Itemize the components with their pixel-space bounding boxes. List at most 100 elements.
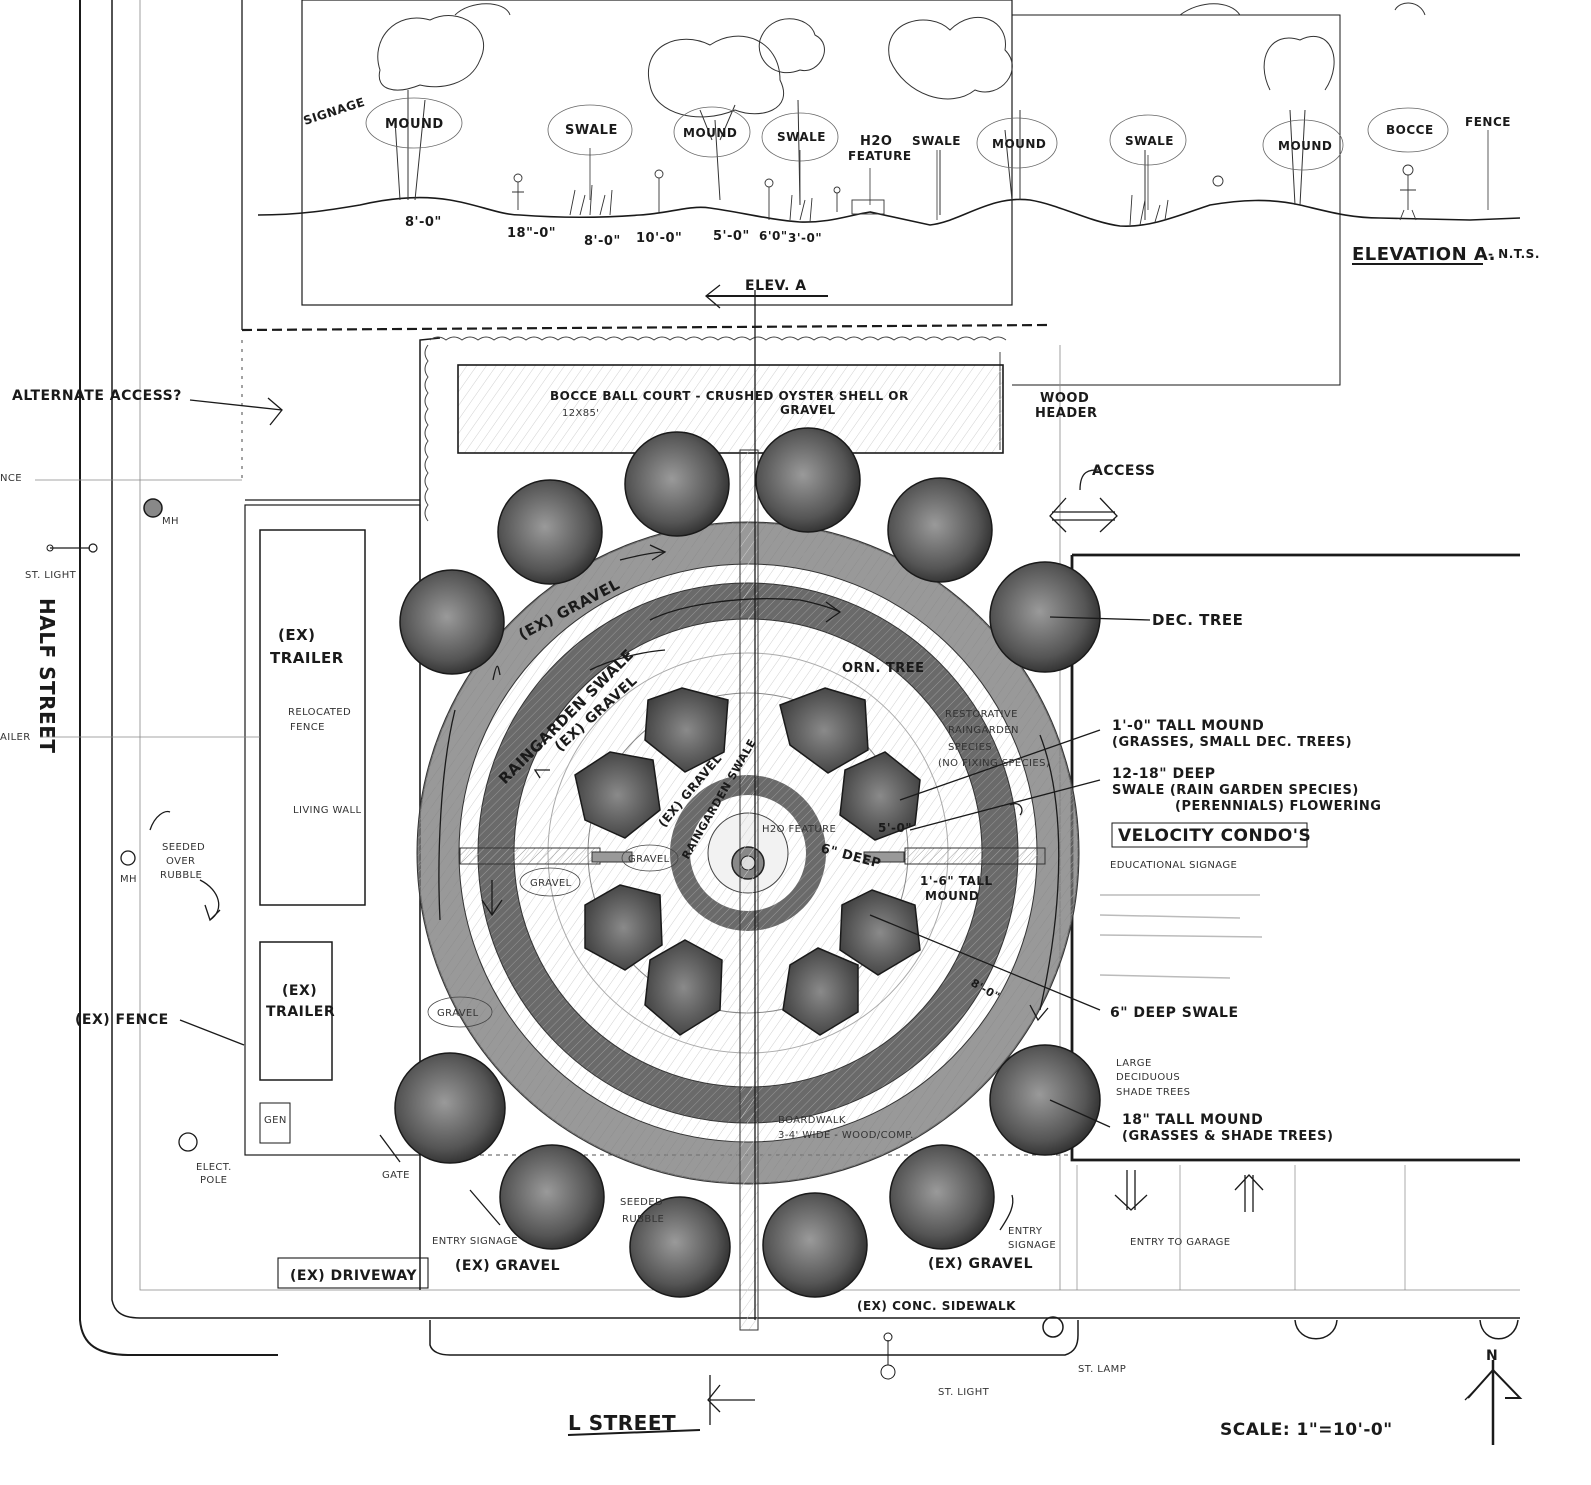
educational-signage: EDUCATIONAL SIGNAGE [1110,860,1237,871]
mh-label-2: MH [120,874,137,885]
elev-dim-3: 8'-0" [584,234,621,249]
gate-label: GATE [382,1170,410,1181]
elev-mound-1: MOUND [385,117,444,132]
tree-1 [497,479,603,585]
trailer-1-ex: (EX) [278,626,316,644]
five-ft-label: 5'-0" [878,821,912,835]
trailer-2-ex: (EX) [282,983,317,999]
bocce-size: 12X85' [562,408,599,419]
orn-tree-label: ORN. TREE [842,661,925,676]
tree-3 [755,427,861,533]
elev-dim-5: 5'-0" [713,229,750,244]
wood-header-2: HEADER [1035,406,1098,421]
north-label: N [1486,1348,1498,1364]
tree-6 [399,569,505,675]
tall-mound-16-b: MOUND [925,889,979,903]
elev-h2o: H2O [860,134,892,149]
gravel-a: GRAVEL [628,854,670,865]
entry-garage-label: ENTRY TO GARAGE [1130,1237,1231,1248]
swale-deep-c: (PERENNIALS) FLOWERING [1175,799,1381,814]
st-light-left: ST. LIGHT [25,570,77,581]
fence-edge-label: NCE [0,473,22,484]
tree-11 [889,1144,995,1250]
deciduous-trees [394,427,1101,1298]
wood-header-1: WOOD [1040,391,1089,406]
elev-signage: SIGNAGE [302,95,367,128]
elev-mound-4: MOUND [1278,139,1332,153]
boardwalk-1: BOARDWALK [778,1115,846,1126]
orn-tree-5 [584,884,663,971]
restorative-4: (NO FIXING SPECIES) [938,758,1050,769]
access-label: ACCESS [1092,463,1155,479]
elev-swale-1: SWALE [565,123,618,138]
mound-1ft-b: (GRASSES, SMALL DEC. TREES) [1112,735,1352,750]
orn-tree-8 [782,947,859,1036]
tree-7 [394,1052,506,1164]
elev-fence: FENCE [1465,115,1511,129]
dec-tree-label: DEC. TREE [1152,611,1243,629]
seeded-bottom-1: SEEDED [620,1197,663,1208]
orn-tree-1 [644,687,729,773]
elect-2: POLE [200,1175,227,1186]
elev-mound-2: MOUND [683,126,737,140]
elev-bocce: BOCCE [1386,123,1434,137]
elev-dim-6: 6'0" [759,229,788,243]
street-fixtures [46,498,1064,1380]
trailer-1-label: TRAILER [270,649,344,667]
ornamental-trees [574,687,921,1036]
restorative-3: SPECIES [948,742,992,753]
mh-label-1: MH [162,516,179,527]
seeded-1: SEEDED [162,842,205,853]
swale-deep-b: SWALE (RAIN GARDEN SPECIES) [1112,783,1359,798]
mound-1ft-a: 1'-0" TALL MOUND [1112,718,1264,734]
tree-12 [989,1044,1101,1156]
elevation-title: ELEVATION A. [1352,244,1496,265]
tree-2 [624,431,730,537]
relocated-fence-1: RELOCATED [288,707,351,718]
ex-sidewalk-label: (EX) CONC. SIDEWALK [857,1299,1016,1313]
tall-mound-16-a: 1'-6" TALL [920,874,993,888]
ex-driveway-label: (EX) DRIVEWAY [290,1268,417,1284]
restorative-1: RESTORATIVE [945,709,1018,720]
st-lamp-label: ST. LAMP [1078,1364,1126,1375]
gravel-b: GRAVEL [530,878,572,889]
ex-gravel-bottom-right: (EX) GRAVEL [928,1256,1033,1272]
scale-label: SCALE: 1"=10'-0" [1220,1420,1393,1440]
elevation-nts: - N.T.S. [1488,247,1540,261]
tree-10 [762,1192,868,1298]
elevation-trees [377,2,1426,220]
orn-tree-4 [839,751,921,841]
orn-tree-3 [779,687,869,774]
orn-tree-6 [644,939,723,1036]
bocce-court-label-1: BOCCE BALL COURT - CRUSHED OYSTER SHELL … [550,389,909,403]
entry-signage-left: ENTRY SIGNAGE [432,1236,518,1247]
elev-swale-2: SWALE [777,130,826,144]
elev-dim-7: 3'-0" [788,231,822,245]
rain-garden [416,449,1080,1331]
tree-4 [887,477,993,583]
elev-dim-4: 10'-0" [636,231,682,246]
elev-dim-1: 8'-0" [405,215,442,230]
annotations-lines [149,284,1523,1445]
boardwalk-2: 3-4' WIDE - WOOD/COMP. [778,1130,914,1141]
trailer-edge-label: AILER [0,732,31,743]
mound-18-a: 18" TALL MOUND [1122,1112,1263,1128]
ex-gravel-bottom-left: (EX) GRAVEL [455,1258,560,1274]
elev-h2o-feature: FEATURE [848,149,912,163]
entry-signage-right-1: ENTRY [1008,1226,1043,1237]
bocce-court [457,364,1004,454]
alternate-access-label: ALTERNATE ACCESS? [12,388,182,404]
tree-5 [989,561,1101,673]
velocity-label: VELOCITY CONDO'S [1118,826,1311,846]
ex-fence-label: (EX) FENCE [75,1012,169,1028]
swale-deep-a: 12-18" DEEP [1112,766,1215,782]
entry-signage-right-2: SIGNAGE [1008,1240,1056,1251]
large-dec-2: DECIDUOUS [1116,1072,1180,1083]
seeded-bottom-2: RUBBLE [622,1214,664,1225]
seeded-2: OVER [166,856,195,867]
restorative-2: RAINGARDEN [948,725,1019,736]
st-light-bottom: ST. LIGHT [938,1387,990,1398]
elev-mound-3: MOUND [992,137,1046,151]
relocated-fence-2: FENCE [290,722,325,733]
